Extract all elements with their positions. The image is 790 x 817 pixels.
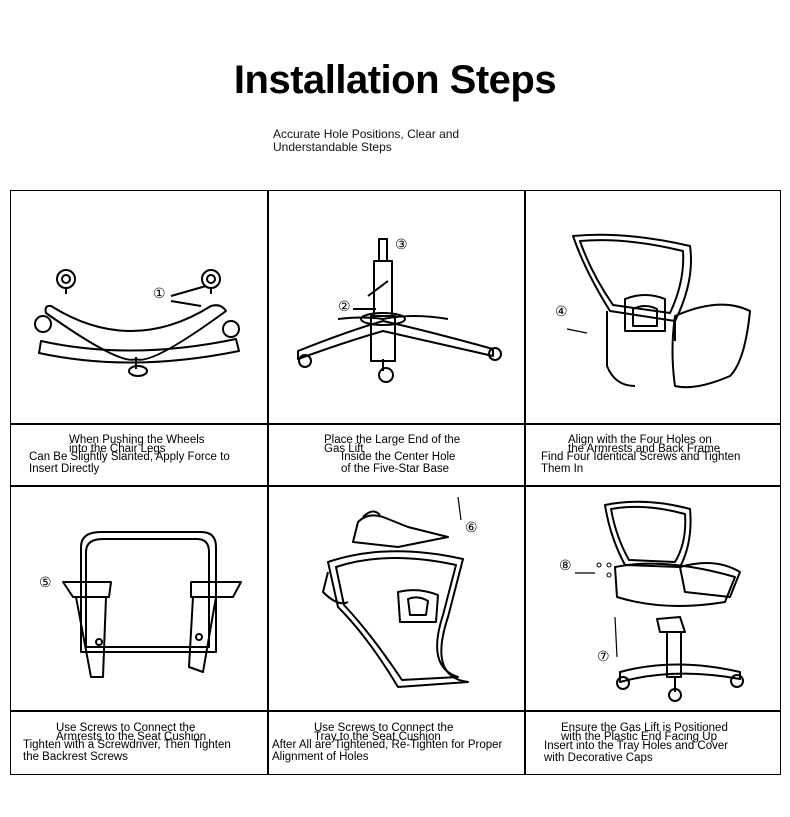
subtitle-line-2: Understandable Steps	[273, 140, 392, 154]
step-2-marker: ②	[338, 299, 351, 315]
step-2-illustration: ② ③	[297, 237, 502, 383]
step-3-caption: Align with the Four Holes on the Armrest…	[541, 434, 779, 475]
step-4-illustration: ⑤	[39, 531, 242, 678]
grid-divider	[524, 191, 526, 774]
step-3-illustration: ④	[555, 233, 751, 389]
caption-line: Armrests to the Seat Cushion	[56, 731, 207, 743]
grid-divider	[11, 423, 780, 425]
step-6-marker: ⑧	[559, 558, 572, 574]
caption-line: into the Chair Legs	[69, 443, 166, 455]
caption-line: Insert Directly	[29, 463, 100, 475]
caption-line: Use Screws to Connect the	[314, 722, 454, 734]
step-2-caption: Place the Large End of the Gas Lift Insi…	[274, 434, 514, 475]
caption-line: When Pushing the Wheels	[69, 434, 205, 446]
step-4-marker: ⑤	[39, 575, 52, 591]
grid-divider	[11, 485, 780, 487]
step-5-illustration: ⑥	[322, 496, 478, 688]
caption-line: Gas Lift	[324, 443, 364, 455]
step-6-illustration: ⑧ ⑦	[559, 500, 744, 702]
grid-divider	[267, 191, 269, 774]
steps-grid: ① When Pushing the Wheels into the Chair…	[10, 190, 781, 775]
step-6-caption: Ensure the Gas Lift is Positioned with t…	[544, 722, 784, 764]
step-2-marker: ③	[395, 237, 408, 253]
caption-line: Tray to the Seat Cushion	[314, 731, 441, 743]
step-1-caption: When Pushing the Wheels into the Chair L…	[29, 434, 259, 475]
caption-line: Find Four Identical Screws and Tighten	[541, 451, 741, 463]
caption-line: the Backrest Screws	[23, 751, 128, 763]
caption-line: the Armrests and Back Frame	[568, 443, 721, 455]
step-5-marker: ⑥	[465, 520, 478, 536]
caption-line: Use Screws to Connect the	[56, 722, 196, 734]
step-4-caption: Use Screws to Connect the Armrests to th…	[23, 722, 263, 763]
subtitle-line-1: Accurate Hole Positions, Clear and	[273, 127, 460, 141]
grid-divider	[11, 710, 780, 712]
caption-line: with the Plastic End Facing Up	[561, 731, 717, 743]
caption-line: of the Five-Star Base	[341, 463, 450, 475]
step-5-caption: Use Screws to Connect the Tray to the Se…	[272, 722, 522, 763]
page-title: Installation Steps	[233, 58, 557, 102]
caption-line: with Decorative Caps	[544, 752, 653, 764]
caption-line: After All are Tightened, Re-Tighten for …	[272, 739, 503, 751]
step-1-illustration: ①	[34, 269, 240, 377]
step-6-marker: ⑦	[597, 649, 610, 665]
caption-line: Place the Large End of the	[324, 434, 461, 446]
caption-line: Them In	[541, 463, 584, 475]
caption-line: Can Be Slightly Slanted, Apply Force to	[29, 451, 230, 463]
caption-line: Alignment of Holes	[272, 751, 369, 763]
step-3-marker: ④	[555, 304, 568, 320]
caption-line: Insert into the Tray Holes and Cover	[544, 740, 729, 752]
caption-line: Tighten with a Screwdriver, Then Tighten	[23, 739, 231, 751]
page-subtitle: Accurate Hole Positions, Clear and Under…	[273, 128, 533, 154]
caption-line: Align with the Four Holes on	[568, 434, 712, 446]
caption-line: Inside the Center Hole	[341, 451, 456, 463]
step-1-marker: ①	[153, 286, 166, 302]
caption-line: Ensure the Gas Lift is Positioned	[561, 722, 728, 734]
